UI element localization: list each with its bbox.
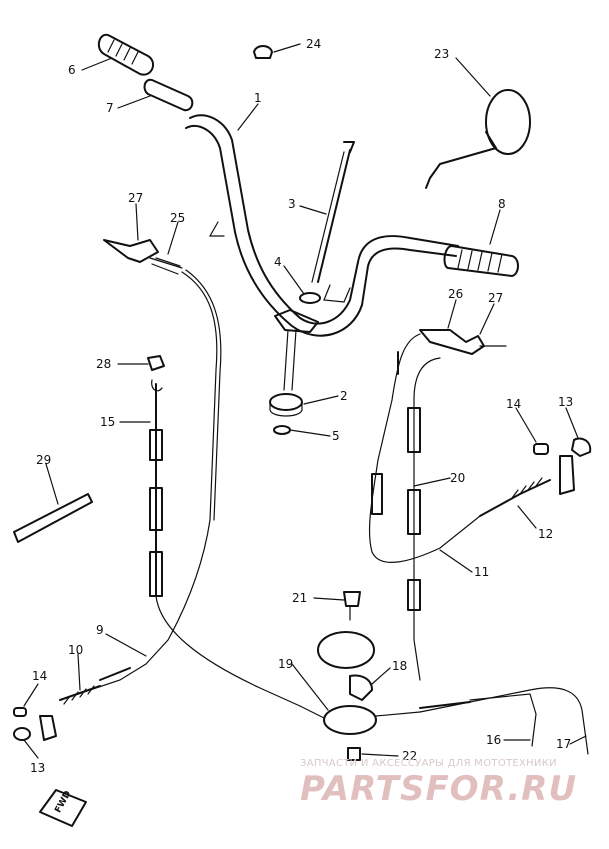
label-1: 1 [254, 91, 262, 105]
label-27-left: 27 [128, 191, 143, 205]
cable-20 [368, 333, 481, 681]
label-16: 16 [486, 733, 501, 747]
label-22: 22 [402, 749, 417, 763]
label-18: 18 [392, 659, 407, 673]
watermark: ЗАПЧАСТИ И АКСЕССУАРЫ ДЛЯ МОТОТЕХНИКИ PA… [300, 758, 577, 809]
label-9: 9 [96, 623, 104, 637]
cable-15 [149, 383, 301, 707]
switch-assembly [299, 591, 421, 735]
label-20: 20 [450, 471, 465, 485]
label-13-right: 13 [558, 395, 573, 409]
label-7: 7 [106, 101, 114, 115]
damper [269, 393, 303, 435]
handlebar-clamp [274, 309, 319, 391]
left-lever-assembly [103, 239, 183, 275]
label-8: 8 [498, 197, 506, 211]
label-5: 5 [332, 429, 340, 443]
handlebar [185, 114, 459, 337]
label-29: 29 [36, 453, 51, 467]
label-11: 11 [474, 565, 489, 579]
leader-lines [23, 43, 587, 759]
end-cap [253, 45, 273, 59]
label-14-left: 14 [32, 669, 47, 683]
label-19: 19 [278, 657, 293, 671]
right-grip [443, 245, 519, 277]
watermark-caption: ЗАПЧАСТИ И АКСЕССУАРЫ ДЛЯ МОТОТЕХНИКИ [300, 758, 557, 769]
label-10: 10 [68, 643, 83, 657]
part-labels: 1 2 3 4 5 6 7 8 9 10 11 12 13 13 14 14 1… [30, 37, 573, 775]
adjuster-12 [479, 477, 551, 517]
label-14-right: 14 [506, 397, 521, 411]
fwd-text: FWD [53, 789, 73, 814]
nut-22 [347, 747, 361, 761]
fwd-marker: FWD [39, 789, 87, 827]
washer [299, 292, 321, 304]
label-24: 24 [306, 37, 321, 51]
cable-left-long [145, 269, 222, 665]
watermark-logo: PARTSFOR.RU [300, 769, 577, 809]
label-27-right: 27 [488, 291, 503, 305]
label-28: 28 [96, 357, 111, 371]
label-4: 4 [274, 255, 282, 269]
label-2: 2 [340, 389, 348, 403]
cable-16-17 [419, 687, 589, 755]
long-bolt [311, 141, 355, 283]
label-13-left: 13 [30, 761, 45, 775]
label-17: 17 [556, 737, 571, 751]
label-6: 6 [68, 63, 76, 77]
bottom-left-small-parts [13, 707, 57, 741]
label-3: 3 [288, 197, 296, 211]
left-grip [97, 33, 155, 76]
nut-28 [147, 355, 165, 392]
adjuster-10 [59, 685, 101, 705]
mirror [425, 89, 531, 189]
right-small-parts [533, 437, 592, 495]
label-21: 21 [292, 591, 307, 605]
label-23: 23 [434, 47, 449, 61]
label-12: 12 [538, 527, 553, 541]
right-lever-assembly [419, 329, 507, 355]
throttle-tube [143, 78, 194, 112]
label-25: 25 [170, 211, 185, 225]
label-15: 15 [100, 415, 115, 429]
label-26: 26 [448, 287, 463, 301]
cable-strap [13, 493, 93, 543]
